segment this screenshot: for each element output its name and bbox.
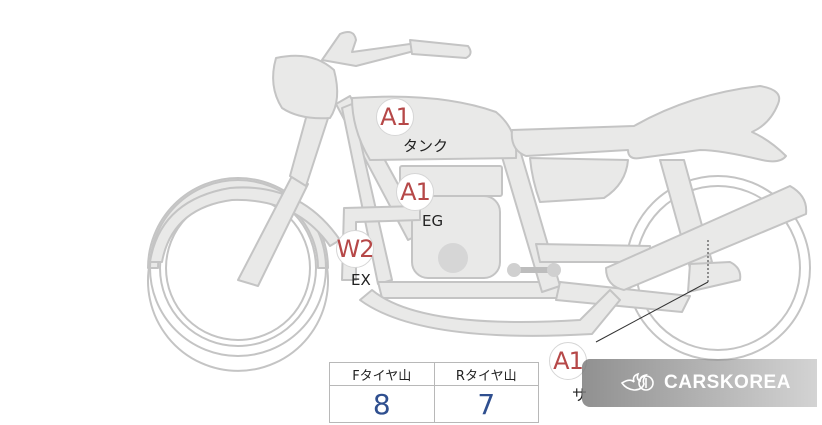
tire-tread-table: Fタイヤ山 Rタイヤ山 8 7 xyxy=(329,362,539,423)
front-tread-value: 8 xyxy=(329,385,435,423)
front-fender xyxy=(149,186,341,263)
tank-label: タンク xyxy=(403,137,449,155)
seat xyxy=(510,85,787,163)
rear-tread-header: Rタイヤ山 xyxy=(433,362,539,386)
engine-label: EG xyxy=(422,212,444,230)
engine xyxy=(341,165,561,281)
front-tread-header: Fタイヤ山 xyxy=(329,362,435,386)
rear-badge: A1 xyxy=(549,342,587,380)
rear-tread-value: 7 xyxy=(433,385,539,423)
flame-logo-icon xyxy=(620,372,654,391)
engine-badge: A1 xyxy=(396,173,434,211)
tank-badge: A1 xyxy=(376,98,414,136)
brand-watermark: CARSKOREA xyxy=(582,359,817,407)
muffler xyxy=(605,185,808,291)
exhaust-badge: W2 xyxy=(336,230,375,268)
headlight xyxy=(272,54,339,120)
handlebar xyxy=(321,31,420,67)
brand-name: CARSKOREA xyxy=(664,372,791,393)
exhaust-label: EX xyxy=(351,271,371,289)
side-cover xyxy=(529,157,629,203)
